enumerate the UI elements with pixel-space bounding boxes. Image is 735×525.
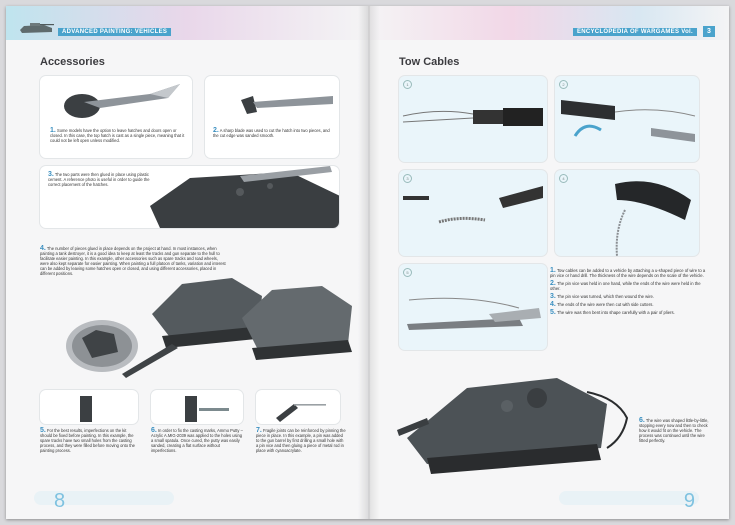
- volume-number: 3: [703, 26, 715, 37]
- step-number: 6.: [639, 417, 645, 424]
- hatch-photo: [241, 96, 333, 114]
- plate-number: 2: [559, 80, 568, 89]
- step-caption: The number of pieces glued in place depe…: [40, 246, 226, 276]
- tow-cable-steps: 1. Tow cables can be added to a vehicle …: [550, 267, 710, 318]
- blade-photo: [64, 84, 180, 118]
- step-number: 1.: [550, 267, 556, 274]
- step-caption: Tow cables can be added to a vehicle by …: [550, 268, 706, 278]
- plate-number: 3: [403, 174, 412, 183]
- volume-label: Vol.: [681, 29, 693, 35]
- section-title: Tow Cables: [399, 56, 460, 68]
- step-caption: The ends of the wire were then cut with …: [556, 302, 654, 307]
- photo-step-3: 3. The two parts were then glued in plac…: [40, 166, 339, 228]
- step-number: 3.: [550, 293, 556, 300]
- step-number: 5.: [550, 309, 556, 316]
- step-caption: The pin vice was held in one hand, while…: [550, 281, 701, 291]
- step-6-text: 6. The wire was shaped little-by-little,…: [639, 417, 711, 443]
- step-number: 1.: [50, 127, 56, 134]
- step-caption: Fragile joints can be reinforced by pinn…: [256, 428, 346, 453]
- photo-plate-2: 2: [555, 76, 699, 162]
- running-header: ADVANCED PAINTING: VEHICLES: [58, 28, 172, 36]
- step-caption: The wire was shaped little-by-little, st…: [639, 418, 709, 443]
- step-number: 3.: [48, 171, 54, 178]
- step-number: 5.: [40, 427, 46, 434]
- list-item: 1. Tow cables can be added to a vehicle …: [550, 267, 710, 278]
- list-item: 5. The wire was then bent into shape car…: [550, 309, 710, 316]
- step-7-text: 7. Fragile joints can be reinforced by p…: [256, 427, 346, 453]
- tank-destroyer-photo: [397, 378, 629, 474]
- plate-number: 5: [403, 268, 412, 277]
- step-caption: The wire was then bent into shape carefu…: [556, 310, 675, 315]
- footer-bar: [34, 491, 174, 505]
- photo-step-2: 2. A sharp blade was used to cut the hat…: [205, 76, 339, 158]
- step-5-text: 5. For the best results, imperfections o…: [40, 427, 138, 453]
- step-caption: In order to fix the casting marks, Ammo …: [151, 428, 243, 453]
- photo-plate-5: 5: [399, 264, 547, 350]
- section-title: Accessories: [40, 56, 105, 68]
- page-number: 8: [54, 490, 66, 512]
- wound-wire-photo: [403, 186, 543, 224]
- list-item: 3. The pin vice was turned, which then w…: [550, 293, 710, 300]
- spare-tracks-photo: [80, 396, 92, 422]
- footer-bar: [559, 491, 699, 505]
- tank-models-photo: [66, 278, 352, 378]
- step-caption: The two parts were then glued in place u…: [48, 172, 150, 187]
- running-header: ENCYCLOPEDIA OF WARGAMES Vol.: [572, 28, 697, 36]
- step-number: 2.: [213, 127, 219, 134]
- photo-step-7: [256, 390, 340, 424]
- right-page: ENCYCLOPEDIA OF WARGAMES Vol. 3 Tow Cabl…: [367, 6, 729, 519]
- header-title: ENCYCLOPEDIA OF WARGAMES: [576, 29, 680, 35]
- step-number: 6.: [151, 427, 157, 434]
- photo-plate-4: 4: [555, 170, 699, 256]
- step-number: 2.: [550, 280, 556, 287]
- photo-step-1: 1. Some models have the option to leave …: [40, 76, 192, 158]
- left-page: ADVANCED PAINTING: VEHICLES Accessories …: [6, 6, 367, 519]
- plate-number: 1: [403, 80, 412, 89]
- pliers-shaping-photo: [407, 297, 541, 330]
- putty-photo: [185, 396, 229, 422]
- step-4-text: 4. The number of pieces glued in place d…: [40, 245, 226, 276]
- twisting-photo: [561, 100, 696, 142]
- step-6-text: 6. In order to fix the casting marks, Am…: [151, 427, 243, 453]
- step-caption: A sharp blade was used to cut the hatch …: [213, 128, 330, 138]
- step-number: 4.: [550, 301, 556, 308]
- list-item: 4. The ends of the wire were then cut wi…: [550, 301, 710, 308]
- pin-vice-wire-photo: [402, 108, 543, 126]
- page-number: 9: [683, 490, 695, 512]
- step-number: 7.: [256, 427, 262, 434]
- photo-step-5: [40, 390, 138, 424]
- step-caption: For the best results, imperfections on t…: [40, 428, 135, 453]
- photo-plate-1: 1: [399, 76, 547, 162]
- book-spread: ADVANCED PAINTING: VEHICLES Accessories …: [6, 6, 729, 519]
- side-cutters-photo: [615, 181, 691, 256]
- pinned-barrel-photo: [276, 404, 326, 422]
- photo-step-6: [151, 390, 243, 424]
- tank-logo-icon: [20, 23, 54, 33]
- step-caption: The pin vice was turned, which then woun…: [556, 294, 655, 299]
- plate-number: 4: [559, 174, 568, 183]
- step-number: 4.: [40, 245, 46, 252]
- list-item: 2. The pin vice was held in one hand, wh…: [550, 280, 710, 291]
- hull-photo: [150, 166, 339, 228]
- photo-plate-3: 3: [399, 170, 547, 256]
- step-caption: Some models have the option to leave hat…: [50, 128, 185, 143]
